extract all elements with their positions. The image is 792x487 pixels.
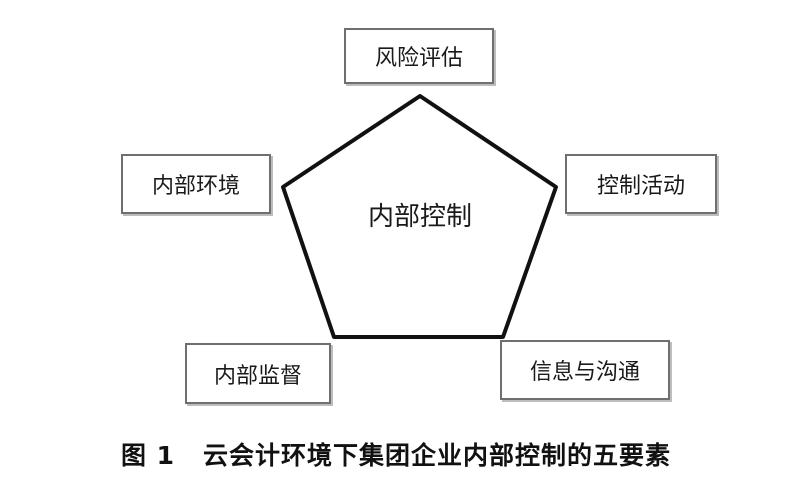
risk-assessment-box: 风险评估	[344, 28, 494, 84]
internal-environment-box: 内部环境	[121, 154, 271, 214]
figure-caption: 图 1 云会计环境下集团企业内部控制的五要素	[0, 436, 792, 472]
figure-title: 云会计环境下集团企业内部控制的五要素	[203, 441, 672, 470]
internal-supervision-label: 内部监督	[213, 363, 302, 389]
figure-number: 图 1	[120, 441, 176, 470]
internal-environment-label: 内部环境	[151, 174, 240, 199]
control-activities-box: 控制活动	[565, 154, 717, 214]
risk-assessment-label: 风险评估	[374, 46, 463, 71]
information-communication-label: 信息与沟通	[529, 360, 640, 385]
information-communication-box: 信息与沟通	[500, 340, 670, 400]
control-activities-label: 控制活动	[596, 174, 685, 199]
center-label: 内部控制	[367, 202, 472, 232]
internal-supervision-box: 内部监督	[185, 343, 331, 404]
